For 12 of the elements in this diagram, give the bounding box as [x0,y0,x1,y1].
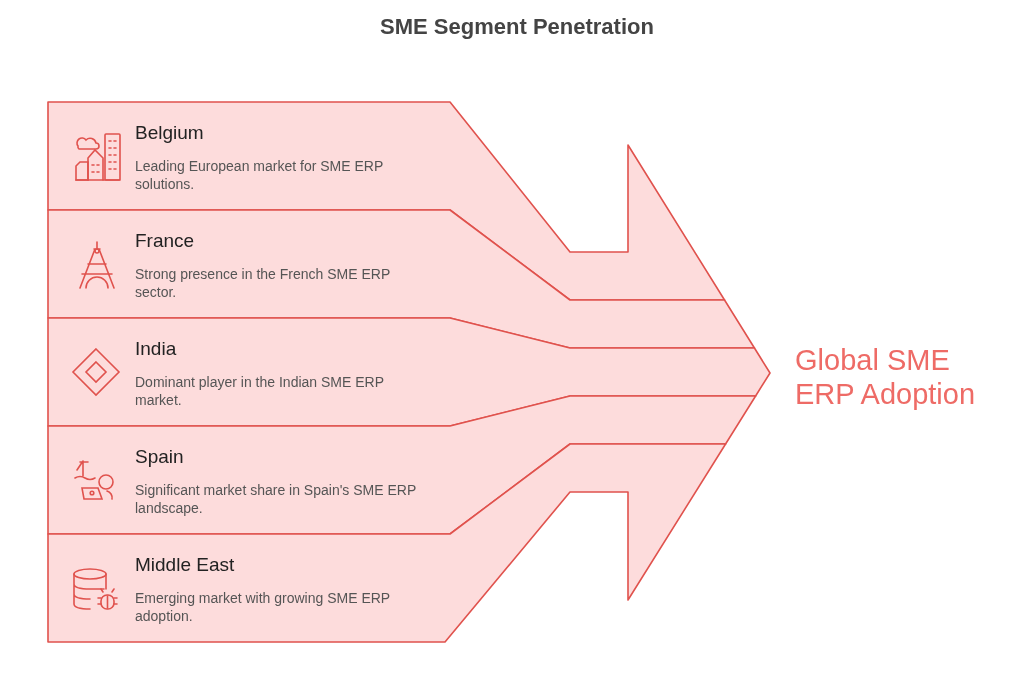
segment-description: Significant market share in Spain's SME ERP landscape. [135,481,417,517]
segment-description: Leading European market for SME ERP solutions. [135,157,384,193]
diagram-title: SME Segment Penetration [379,14,655,40]
segment-heading: Middle East [135,554,235,576]
target-label: Global SME ERP Adoption [795,343,977,411]
segment-description: Dominant player in the Indian SME ERP market. [135,373,385,409]
segment-heading: Belgium [135,122,204,144]
segment-description: Strong presence in the French SME ERP sector. [135,265,391,301]
segment-heading: Spain [135,446,184,468]
segment-heading: France [135,230,195,252]
segment-heading: India [135,338,177,360]
segment-description: Emerging market with growing SME ERP adoption. [135,589,391,625]
